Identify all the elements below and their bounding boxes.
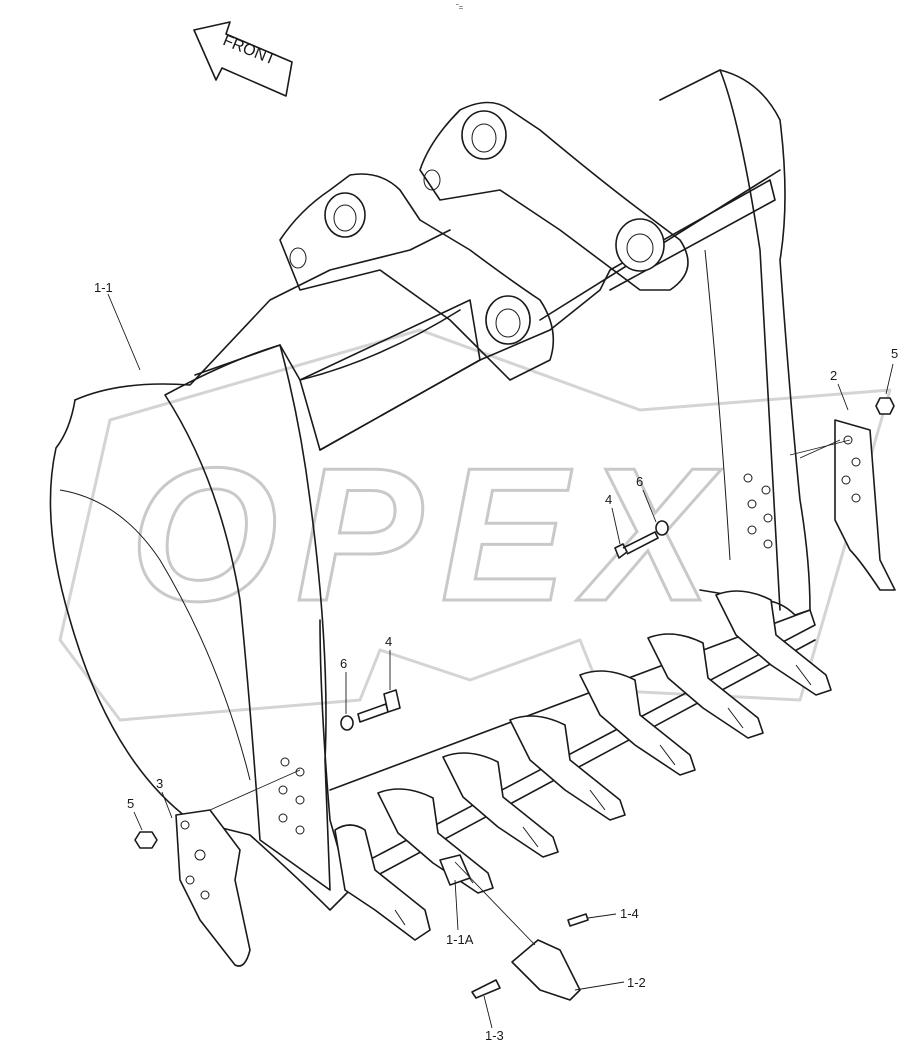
leader-lines (107, 293, 894, 1029)
callout-2: 2 (830, 368, 837, 383)
callout-6-lower: 6 (340, 656, 347, 671)
callout-3: 3 (156, 776, 163, 791)
callout-labels: 1-1 2 5 4 6 4 6 3 5 1-1A 1-4 1-2 1-3 (94, 280, 898, 1043)
tooth (579, 670, 696, 776)
pin (567, 913, 589, 927)
callout-1-1: 1-1 (94, 280, 113, 295)
tooth-point (511, 939, 581, 1001)
watermark-text: OPEX (130, 429, 730, 641)
tooth (509, 715, 626, 821)
callout-1-1A: 1-1A (446, 932, 474, 947)
callout-1-2: 1-2 (627, 975, 646, 990)
tooth (442, 752, 559, 858)
callout-1-3: 1-3 (485, 1028, 504, 1043)
side-cutter-left (175, 809, 251, 967)
callout-5-left: 5 (127, 796, 134, 811)
callout-6-upper: 6 (636, 474, 643, 489)
bucket-body (49, 69, 816, 911)
bolt-lower (357, 689, 401, 723)
watermark: OPEX (58, 328, 892, 722)
callout-4-lower: 4 (385, 634, 392, 649)
nut-left (134, 831, 158, 849)
bolt-upper (614, 531, 659, 559)
washer-upper (655, 520, 669, 536)
washer-lower (340, 715, 354, 731)
exploded-parts (134, 397, 896, 1001)
lock (471, 979, 501, 999)
side-cutter-right (834, 419, 896, 591)
nut-right (875, 397, 895, 415)
callout-5-right: 5 (891, 346, 898, 361)
header-mark: ˜= (455, 3, 464, 12)
tooth (334, 824, 431, 941)
tooth (715, 590, 832, 696)
tooth (647, 633, 764, 739)
callout-4-upper: 4 (605, 492, 612, 507)
callout-1-4: 1-4 (620, 906, 639, 921)
front-arrow-icon: FRONT (193, 21, 293, 97)
